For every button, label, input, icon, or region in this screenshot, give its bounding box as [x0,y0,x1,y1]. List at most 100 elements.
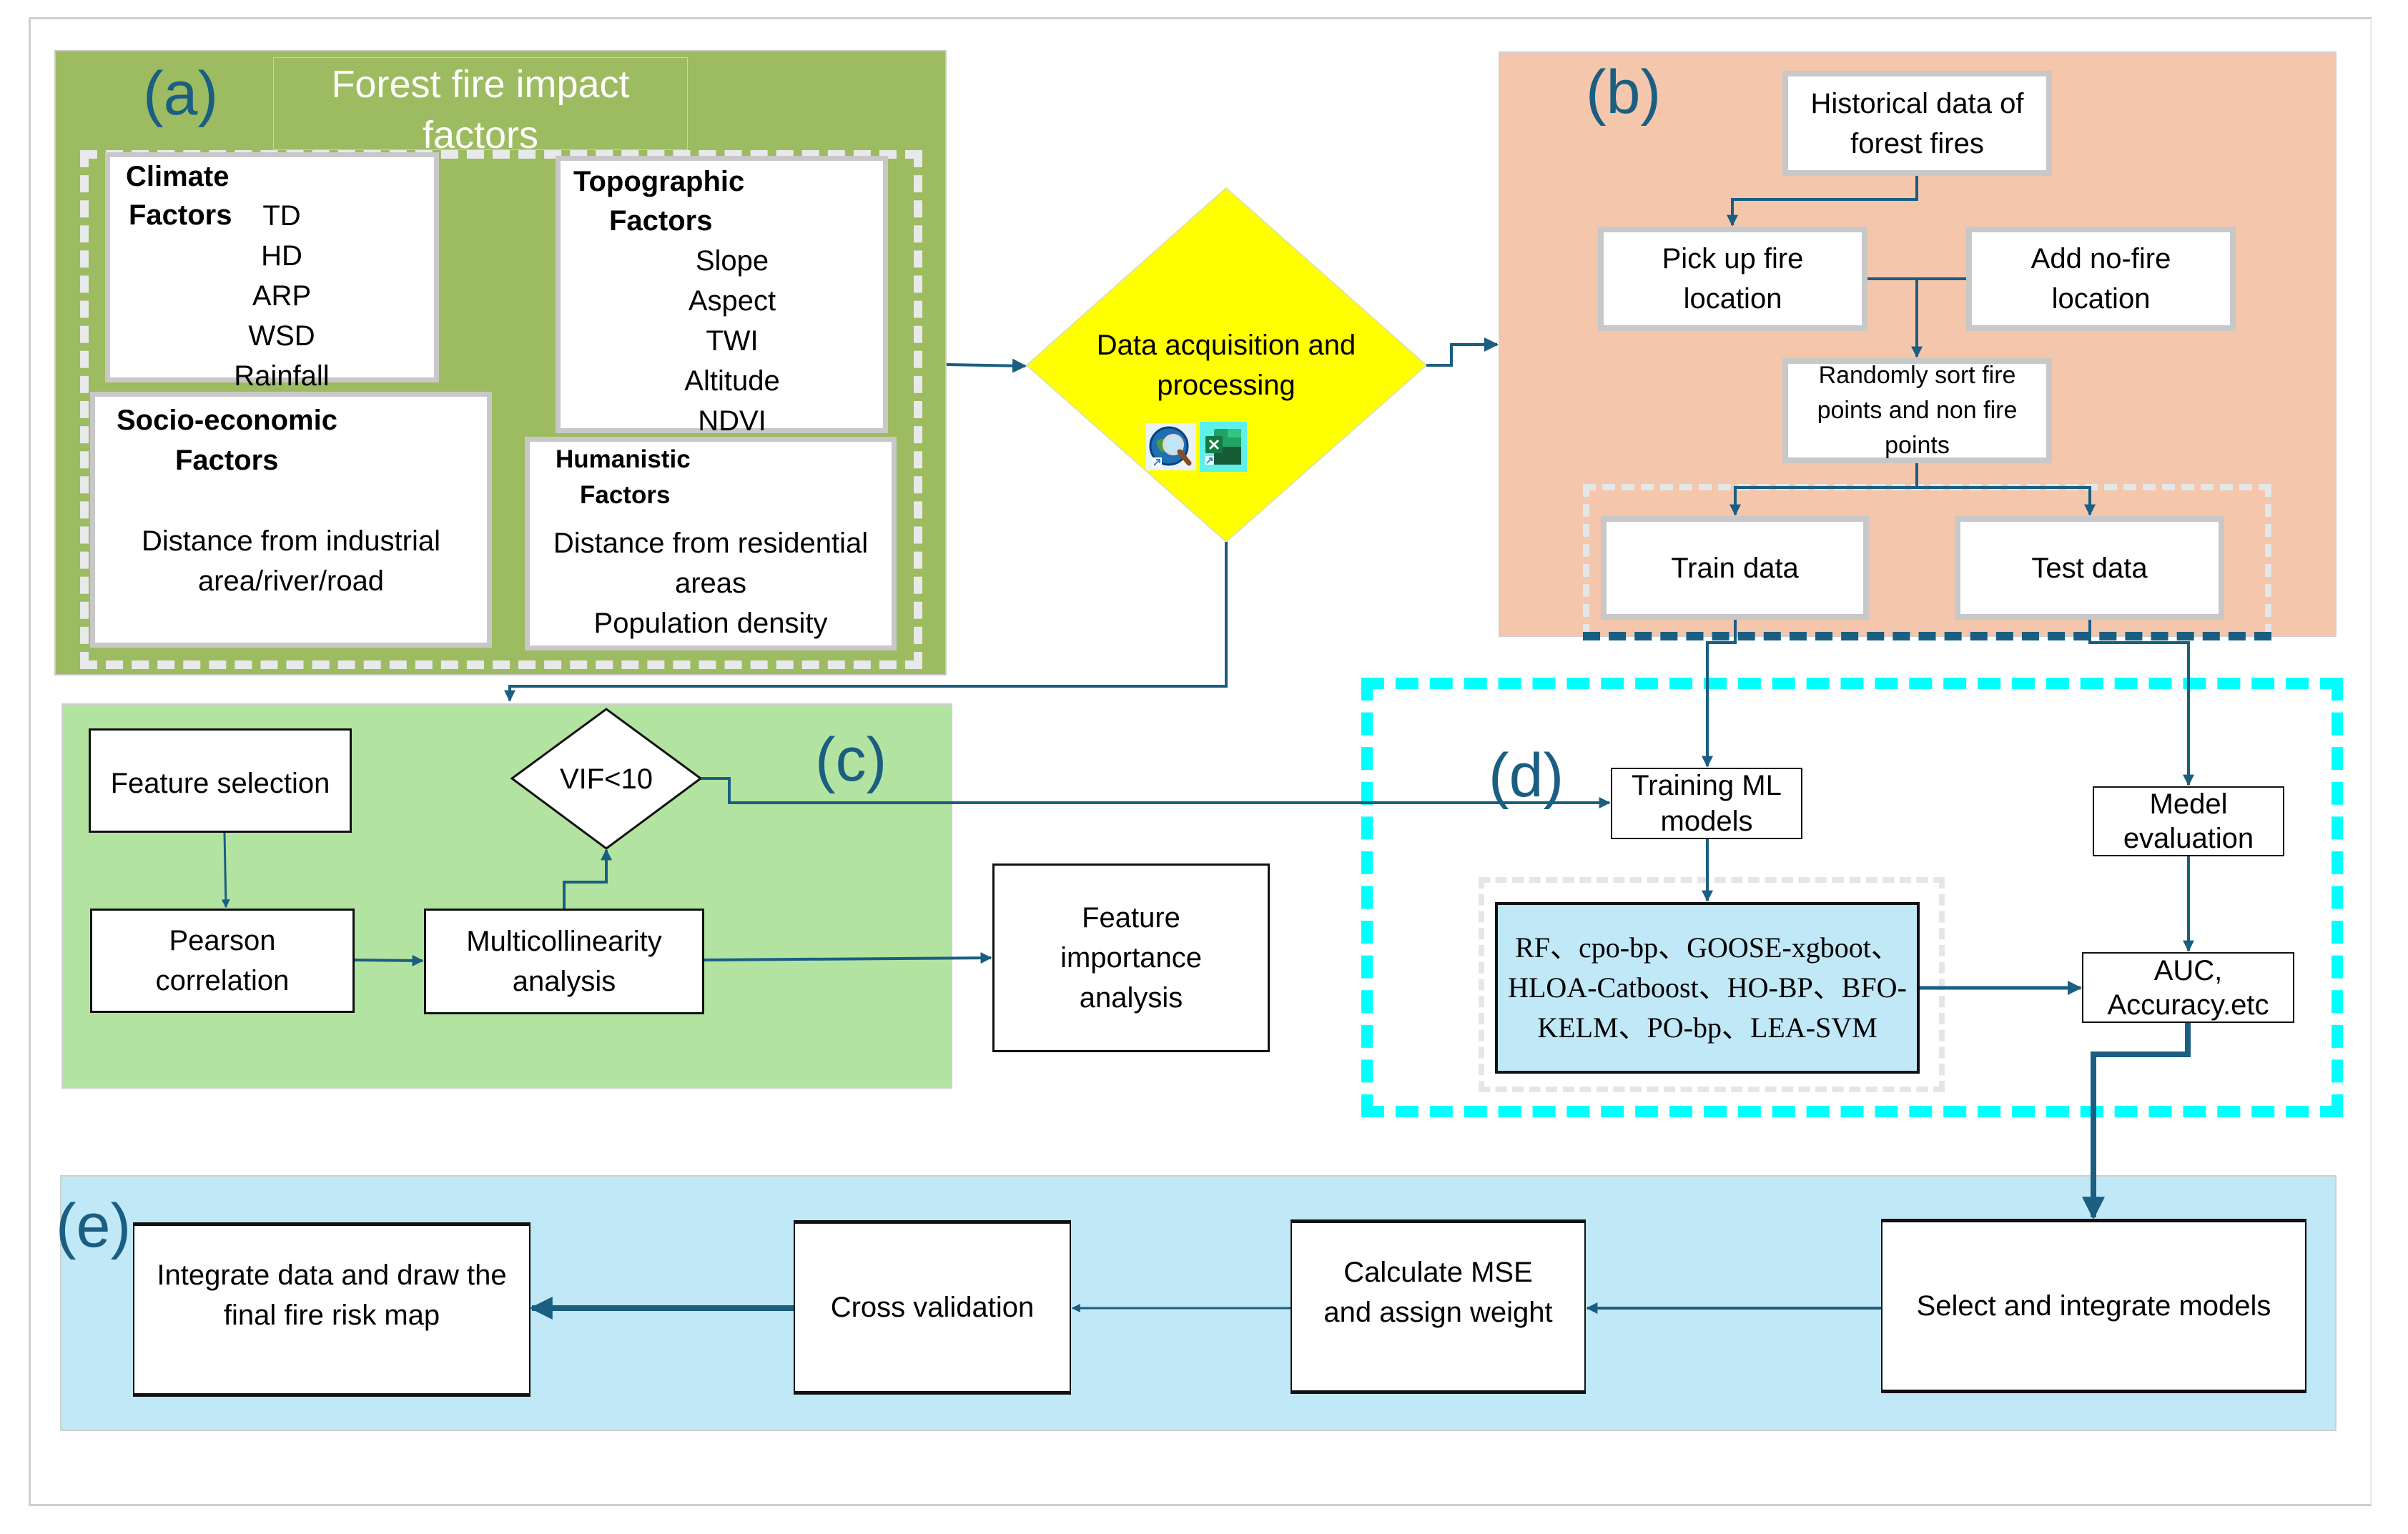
socio-items: Distance from industrial area/river/road [95,521,487,601]
climate-title-line1: Climate [126,161,230,192]
ml-models-list-box: RF、cpo-bp、GOOSE-xgboot、HLOA-Catboost、HO-… [1495,902,1920,1074]
multicollinearity-text: Multicollinearity analysis [466,926,662,997]
connector-feature-to-pearson [221,832,230,909]
test-data-text: Test data [2031,552,2148,584]
connector-random-to-train [1729,463,1918,516]
climate-title-line2: Factors [129,199,232,231]
humanistic-title-line1: Humanistic [556,445,691,473]
historical-data-box: Historical data of forest fires [1782,71,2052,176]
add-no-fire-location-box: Add no-fire location [1966,227,2236,331]
connector-train-to-training [1702,620,1737,768]
panel-b-label: (b) [1586,58,1662,127]
historical-data-text: Historical data of forest fires [1810,87,2024,159]
train-data-text: Train data [1671,552,1799,584]
climate-item: ARP [252,280,312,312]
connector-random-to-test [1917,486,2096,516]
connector-vif-to-training [701,777,1611,808]
socio-title-line2: Factors [175,445,279,476]
feature-selection-text: Feature selection [110,768,330,799]
topographic-items: Slope Aspect TWI Altitude NDVI [668,241,796,441]
vif-text: VIF<10 [559,763,653,795]
data-acquisition-line2: processing [1157,370,1296,401]
topographic-item: Slope [695,245,769,277]
topographic-item: Altitude [684,365,780,397]
model-evaluation-box: Medel evaluation [2093,786,2284,856]
panel-c-label: (c) [815,726,887,794]
panel-e-label: (e) [56,1192,132,1260]
connector-pearson-to-multi [354,954,424,966]
connector-multi-to-importance [704,952,992,964]
select-integrate-models-box: Select and integrate models [1881,1219,2306,1393]
final-risk-map-box: Integrate data and draw the final fire r… [133,1222,531,1397]
socio-title-line1: Socio-economic [117,405,337,436]
pearson-correlation-text: Pearson correlation [155,925,290,996]
climate-item: Rainfall [234,360,330,392]
cross-validation-text: Cross validation [830,1292,1035,1323]
socio-item: area/river/road [197,565,385,597]
outer-frame [29,17,2372,1506]
connector-historical-to-pickup [1727,176,1918,227]
humanistic-item: areas [674,568,747,599]
calculate-mse-text: Calculate MSE and assign weight [1323,1257,1553,1328]
panel-d-modeling-group [1361,678,2343,1117]
add-no-fire-location-text: Add no-fire location [2030,243,2171,315]
cross-validation-box: Cross validation [794,1220,1071,1395]
multicollinearity-box: Multicollinearity analysis [424,909,704,1014]
final-risk-map-text: Integrate data and draw the final fire r… [157,1260,507,1331]
excel-glyph [1205,429,1241,465]
connector-hub-to-c [504,542,1228,702]
training-ml-models-text: Training ML models [1632,770,1782,837]
climate-item: WSD [248,320,315,352]
pearson-correlation-box: Pearson correlation [90,909,355,1013]
connector-a-to-hub [946,358,1027,373]
humanistic-factors-box: Humanistic Factors Distance from residen… [525,437,897,650]
model-evaluation-text: Medel evaluation [2123,788,2254,854]
models-dashed-group [1479,877,1945,1092]
metrics-box: AUC, Accuracy.etc [2082,952,2294,1023]
topographic-item: Aspect [688,285,776,317]
humanistic-items: Distance from residential areas Populati… [530,523,892,643]
train-data-box: Train data [1601,516,1869,620]
calculate-mse-box: Calculate MSE and assign weight [1291,1219,1586,1394]
connector-metrics-to-select [2082,1023,2191,1220]
panel-a-label: (a) [143,59,219,128]
test-data-box: Test data [1955,516,2224,620]
pick-up-fire-location-box: Pick up fire location [1598,227,1867,331]
topographic-item: TWI [706,325,759,357]
connector-hub-to-b [1426,337,1499,367]
topographic-title-line2: Factors [609,205,713,237]
topographic-factors-box: Topographic Factors Slope Aspect TWI Alt… [556,156,888,437]
feature-importance-text: Feature importance analysis [1060,902,1202,1014]
panel-a-title-line1: Forest fire impact [331,63,630,106]
ml-models-list-text: RF、cpo-bp、GOOSE-xgboot、HLOA-Catboost、HO-… [1508,931,1907,1044]
globe-search-app-icon[interactable] [1146,423,1196,470]
humanistic-item: Distance from residential [553,528,869,559]
socio-economic-factors-box: Socio-economic Factors Distance from ind… [90,392,492,648]
topographic-title-line1: Topographic [573,166,745,197]
panel-a-title-line2: factors [422,114,539,157]
connector-test-to-evaluation [2088,620,2194,786]
train-test-dashed-bottom [1583,632,2271,640]
topographic-item: NDVI [698,405,766,437]
feature-importance-box: Feature importance analysis [992,864,1270,1052]
vif-decision-diamond [510,708,703,850]
panel-d-label: (d) [1489,741,1564,810]
globe-search-glyph [1149,426,1192,467]
training-ml-models-box: Training ML models [1611,768,1802,839]
socio-item: Distance from industrial [142,525,440,557]
feature-selection-box: Feature selection [89,728,352,833]
connector-merge-to-random [1867,277,1966,357]
climate-item: TD [262,200,301,232]
select-integrate-models-text: Select and integrate models [1916,1290,2271,1322]
climate-items: TD HD ARP WSD Rainfall [224,196,339,396]
connector-multi-to-vif [563,848,612,909]
data-acquisition-text: Data acquisition and processing [1058,325,1394,405]
data-acquisition-line1: Data acquisition and [1096,330,1356,361]
climate-factors-box: Climate Factors TD HD ARP WSD Rainfall [105,152,439,392]
panel-a-title: Forest fire impact factors [273,57,688,157]
humanistic-title-line2: Factors [580,481,671,509]
excel-app-icon[interactable] [1200,422,1247,472]
metrics-text: AUC, Accuracy.etc [2107,954,2269,1021]
climate-item: HD [261,240,302,272]
